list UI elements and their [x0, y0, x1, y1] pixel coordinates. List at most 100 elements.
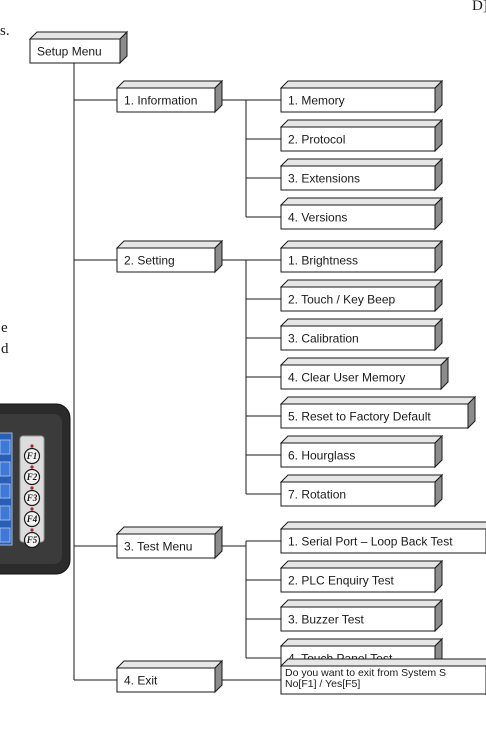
box-label: 4. Exit	[124, 674, 158, 688]
function-key-led	[30, 444, 34, 448]
page-text-fragment: s.	[0, 23, 10, 39]
box-label: 1. Serial Port – Loop Back Test	[288, 535, 453, 549]
box-front-face	[116, 247, 216, 273]
section-2-setting: 2. Setting	[115, 239, 224, 274]
box-front-face	[116, 87, 216, 113]
menu-item-3-calibration: 3. Calibration	[279, 317, 444, 352]
box-label: 5. Reset to Factory Default	[288, 410, 431, 424]
menu-item-7-rotation: 7. Rotation	[279, 473, 444, 508]
box-front-face	[280, 528, 486, 554]
function-key-led	[30, 528, 34, 532]
box-label-line: No[F1] / Yes[F5]	[285, 678, 360, 690]
box-front-face	[280, 403, 469, 429]
box-front-face	[280, 325, 436, 351]
box-front-face	[280, 442, 436, 468]
page-text-fragment: d	[1, 341, 9, 357]
box-label: 1. Brightness	[288, 254, 358, 268]
box-label: 2. Setting	[124, 254, 175, 268]
box-label: 3. Calibration	[288, 332, 359, 346]
section-3-test-menu: 3. Test Menu	[115, 525, 224, 560]
box-front-face	[280, 364, 442, 390]
function-key-f2[interactable]	[23, 468, 41, 486]
box-label: 3. Test Menu	[124, 540, 192, 554]
tree-connectors	[73, 63, 281, 681]
box-top-face	[279, 396, 477, 405]
menu-item-4-versions: 4. Versions	[279, 196, 444, 231]
box-label: 3. Extensions	[288, 172, 360, 186]
box-top-face	[279, 318, 444, 327]
menu-item-1-memory: 1. Memory	[279, 79, 444, 114]
box-front-face	[116, 667, 216, 693]
screen-key	[0, 439, 11, 455]
menu-item-3-buzzer-test: 3. Buzzer Test	[279, 598, 444, 633]
box-label: 1. Information	[124, 94, 197, 108]
box-top-face	[115, 526, 224, 535]
menu-item-1-brightness: 1. Brightness	[279, 239, 444, 274]
box-front-face	[280, 567, 436, 593]
box-top-face	[279, 658, 486, 667]
screen-key	[0, 505, 11, 521]
box-label: 7. Rotation	[288, 488, 346, 502]
box-label: 3. Buzzer Test	[288, 613, 364, 627]
box-label: Setup Menu	[37, 45, 102, 59]
function-key-f4[interactable]	[23, 510, 41, 528]
function-key-label: F3	[26, 493, 38, 503]
function-key-label: F1	[26, 451, 38, 461]
box-top-face	[279, 119, 444, 128]
box-front-face	[280, 204, 436, 230]
section-1-information: 1. Information	[115, 79, 224, 114]
box-top-face	[279, 560, 444, 569]
menu-item-2-touch-key-beep: 2. Touch / Key Beep	[279, 278, 444, 313]
box-label: 4. Versions	[288, 211, 347, 225]
menu-item-2-plc-enquiry-test: 2. PLC Enquiry Test	[279, 559, 444, 594]
menu-boxes: Setup Menu 1. Information 1. Memory 2. Prot…	[28, 30, 486, 696]
box-front-face	[280, 247, 436, 273]
box-front-face	[280, 606, 436, 632]
menu-item-2-protocol: 2. Protocol	[279, 118, 444, 153]
menu-item-4-clear-user-memory: 4. Clear User Memory	[279, 356, 450, 391]
box-label: 2. Touch / Key Beep	[288, 293, 396, 307]
box-label: 6. Hourglass	[288, 449, 355, 463]
box-top-face	[279, 474, 444, 483]
box-top-face	[115, 660, 224, 669]
box-label: 2. PLC Enquiry Test	[288, 574, 394, 588]
page-text-fragment: D]	[472, 0, 486, 14]
function-key-label: F4	[26, 514, 38, 524]
box-top-face	[115, 80, 224, 89]
menu-item-3-extensions: 3. Extensions	[279, 157, 444, 192]
box-top-face	[279, 599, 444, 608]
function-key-f1[interactable]	[23, 447, 41, 465]
function-key-f3[interactable]	[23, 489, 41, 507]
box-top-face	[279, 638, 444, 647]
page-text-fragment: e	[1, 320, 8, 336]
box-label: 4. Clear User Memory	[288, 371, 405, 385]
exit-confirm-prompt: Do you want to exit from System SNo[F1] …	[279, 658, 486, 696]
menu-item-5-reset-to-factory-default: 5. Reset to Factory Default	[279, 395, 477, 430]
function-key-led	[30, 465, 34, 469]
box-front-face	[280, 126, 436, 152]
screen-key	[0, 461, 11, 477]
section-4-exit: 4. Exit	[115, 659, 224, 694]
box-top-face	[279, 279, 444, 288]
box-top-face	[279, 197, 444, 206]
box-front-face	[29, 38, 121, 64]
function-key-label: F2	[26, 472, 38, 482]
box-top-face	[115, 240, 224, 249]
box-front-face	[280, 165, 436, 191]
function-key-label: F5	[26, 535, 38, 545]
box-front-face	[280, 665, 486, 695]
function-key-f5[interactable]	[23, 531, 41, 549]
box-top-face	[279, 158, 444, 167]
box-front-face	[280, 87, 436, 113]
box-front-face	[116, 533, 216, 559]
box-top-face	[279, 435, 444, 444]
function-key-led	[30, 486, 34, 490]
box-label-line: Do you want to exit from System S	[285, 667, 446, 679]
screen-key	[0, 527, 11, 543]
setup-menu-root: Setup Menu	[28, 30, 129, 65]
function-key-led	[30, 507, 34, 511]
screen-key	[0, 483, 11, 499]
box-front-face	[280, 481, 436, 507]
